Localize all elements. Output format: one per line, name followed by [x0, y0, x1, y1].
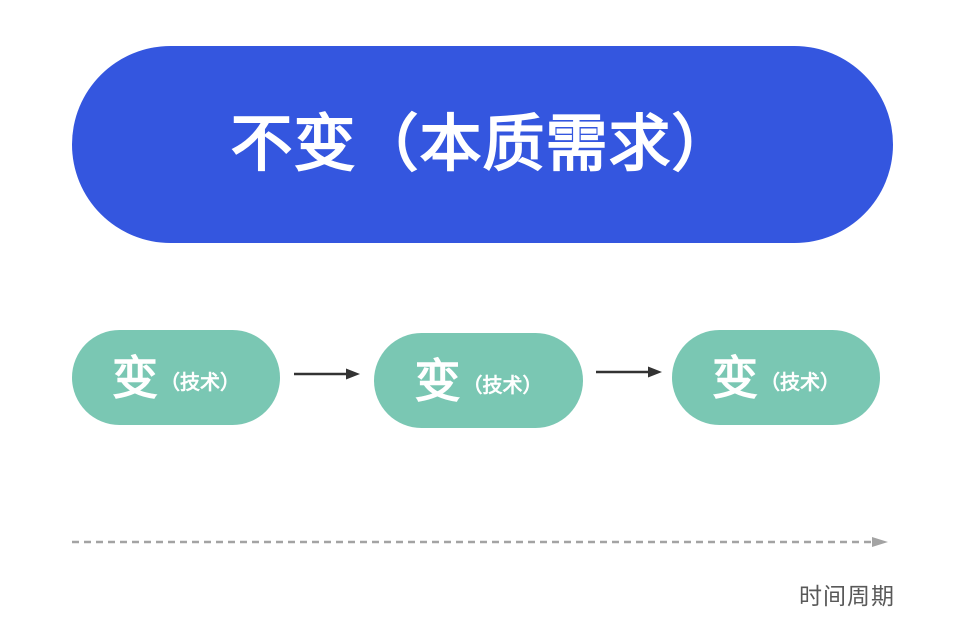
change-pill-2-main-label: 变: [414, 354, 461, 407]
change-pill-3-sub-label: （技术）: [760, 371, 840, 394]
change-pill-1-sub-label: （技术）: [160, 371, 240, 394]
change-pill-1: 变 （技术）: [72, 330, 280, 425]
change-pill-3: 变 （技术）: [672, 330, 880, 425]
change-pill-2-sub-label: （技术）: [462, 374, 543, 397]
timeline-dashed-arrow-icon: [72, 537, 888, 547]
arrow-right-icon: [596, 366, 662, 378]
constant-pill: 不变（本质需求）: [72, 46, 893, 243]
change-pill-2: 变 （技术）: [374, 333, 583, 428]
arrow-right-icon: [294, 368, 360, 380]
change-pill-3-main-label: 变: [712, 351, 758, 404]
change-pill-1-main-label: 变: [112, 351, 158, 404]
timeline-label: 时间周期: [799, 583, 895, 609]
constant-pill-label: 不变（本质需求）: [230, 109, 735, 179]
